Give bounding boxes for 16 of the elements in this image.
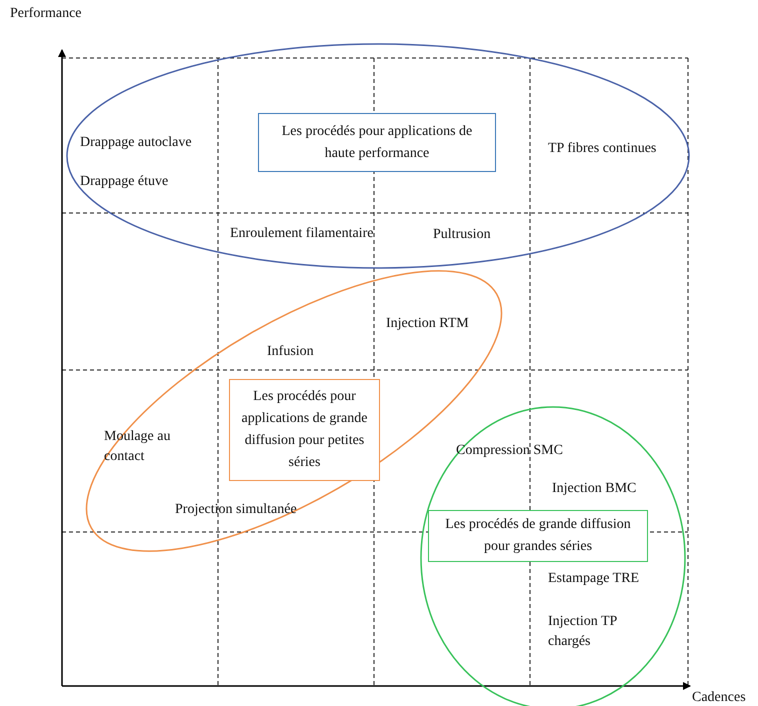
process-label: Injection RTM	[386, 315, 469, 333]
process-label: Injection BMC	[552, 480, 636, 498]
axis-label: Cadences	[692, 689, 746, 706]
process-label: Pultrusion	[433, 226, 491, 244]
category-box: Les procédés pour applications de haute performance	[258, 113, 496, 172]
category-box: Les procédés de grande diffusion pour grandes séries	[428, 510, 648, 562]
process-label: TP fibres continues	[548, 140, 656, 158]
process-label: Projection simultanée	[175, 501, 297, 519]
process-label: Infusion	[267, 343, 314, 361]
axis-label: Performance	[10, 5, 82, 23]
process-label: Estampage TRE	[548, 570, 640, 588]
process-label: Drappage autoclave	[80, 134, 192, 152]
process-label: Drappage étuve	[80, 173, 168, 191]
category-box: Les procédés pour applications de grande diffusion pour petites séries	[229, 379, 380, 481]
process-label: Enroulement filamentaire	[230, 225, 374, 243]
process-label: Injection TP chargés	[548, 613, 618, 651]
